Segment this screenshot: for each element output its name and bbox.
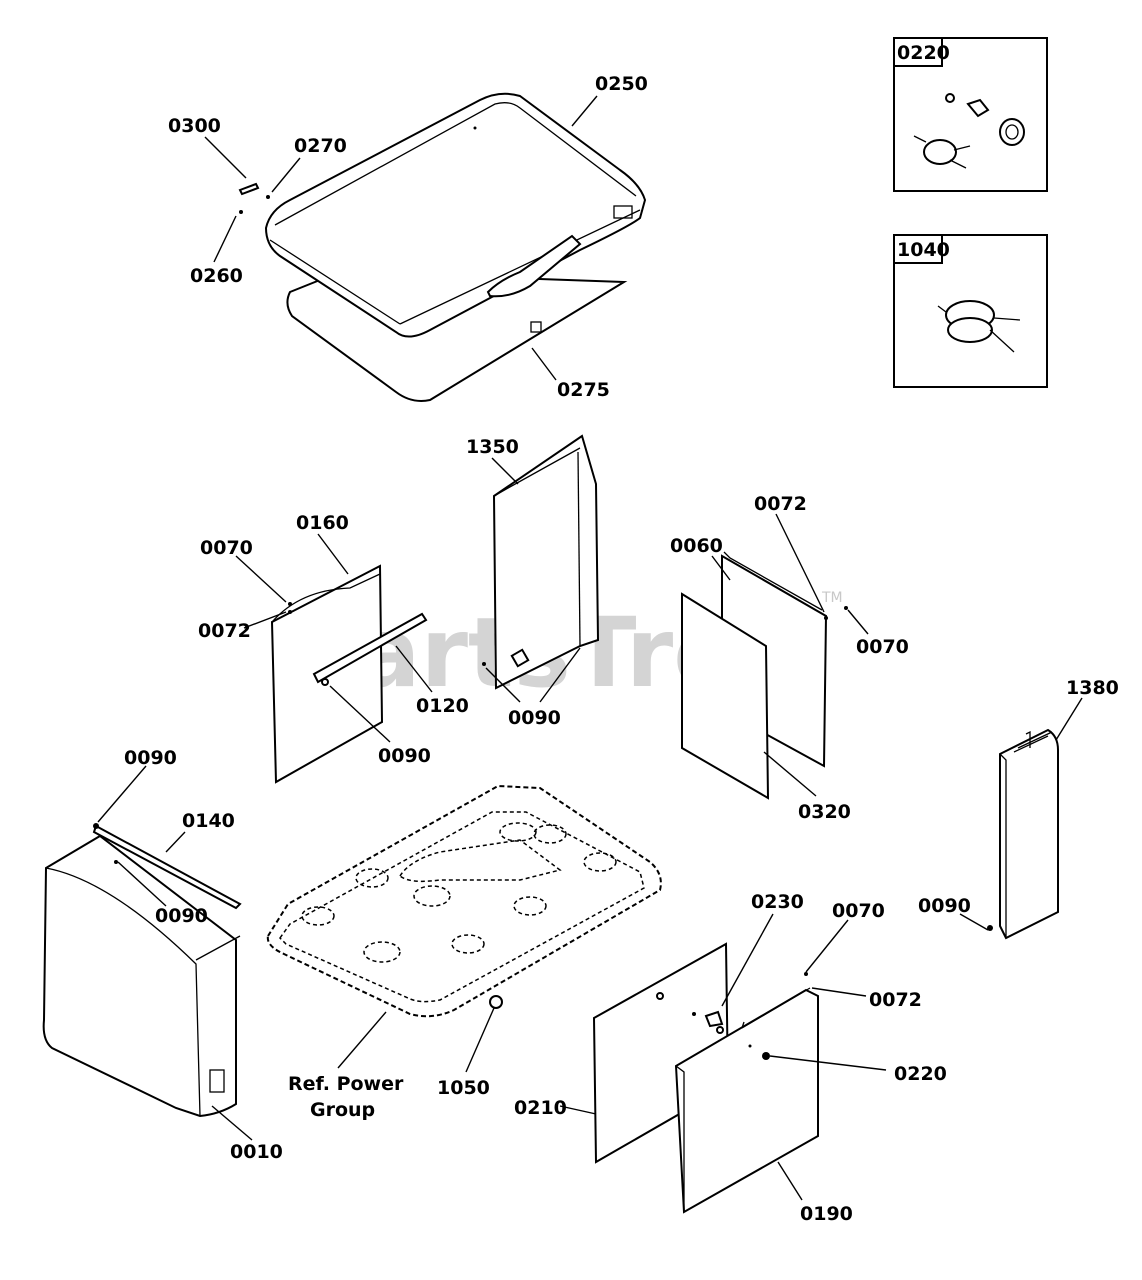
callout-0090-rod-top: 0090: [124, 747, 177, 769]
callout-0070-right: 0070: [856, 636, 909, 658]
callout-0250: 0250: [595, 73, 648, 95]
small-parts-0300-0270-0260: [238, 182, 270, 214]
callout-0072-right: 0072: [754, 493, 807, 515]
callout-ref-power-line2: Group: [310, 1099, 375, 1121]
callout-0320: 0320: [798, 801, 851, 823]
callout-1050: 1050: [437, 1077, 490, 1099]
callout-0090-center-panel: 0090: [508, 707, 561, 729]
callout-0260: 0260: [190, 265, 243, 287]
callout-0070-bottom: 0070: [832, 900, 885, 922]
detail-box-0220-label: 0220: [897, 42, 950, 64]
callout-0090-enclosure: 0090: [155, 905, 208, 927]
callout-ref-power-line1: Ref. Power: [288, 1073, 404, 1095]
callout-0270: 0270: [294, 135, 347, 157]
part-0320-panel: [681, 592, 770, 800]
detail-box-1040: 1040: [893, 234, 1048, 388]
callout-0190: 0190: [800, 1203, 853, 1225]
callout-1350: 1350: [466, 436, 519, 458]
callout-0072-bottom: 0072: [869, 989, 922, 1011]
detail-box-1040-label: 1040: [897, 239, 950, 261]
callout-0210: 0210: [514, 1097, 567, 1119]
part-0140-rod: [92, 823, 242, 910]
key-lock-icon: [937, 300, 1021, 353]
part-0010-enclosure: [42, 834, 241, 1118]
callout-0070-left: 0070: [200, 537, 253, 559]
part-1380-panel: [987, 728, 1059, 940]
callout-0275: 0275: [557, 379, 610, 401]
detail-box-0220: 0220: [893, 37, 1048, 192]
callout-0060: 0060: [670, 535, 723, 557]
callout-0230: 0230: [751, 891, 804, 913]
callout-0300: 0300: [168, 115, 221, 137]
callout-1380: 1380: [1066, 677, 1119, 699]
callout-0072-left: 0072: [198, 620, 251, 642]
part-0250-top-cover: [264, 92, 647, 338]
part-0120-rail: [312, 612, 428, 686]
callout-0090-left-panel: 0090: [378, 745, 431, 767]
leader-lines: [97, 95, 1083, 1201]
callout-0090-far-right: 0090: [918, 895, 971, 917]
lock-cylinder-icon: [913, 93, 1025, 169]
callout-labels: 0300 0270 0250 0260 0275 1350 0160 0070 …: [124, 73, 1119, 1225]
callout-0010: 0010: [230, 1141, 283, 1163]
part-0190-door: [674, 972, 819, 1214]
callout-0160: 0160: [296, 512, 349, 534]
callout-0120: 0120: [416, 695, 469, 717]
watermark-trademark: TM: [821, 590, 843, 606]
part-0230-latch: [692, 1010, 724, 1034]
part-1350-panel: [482, 434, 600, 690]
callout-0140: 0140: [182, 810, 235, 832]
callout-0220: 0220: [894, 1063, 947, 1085]
part-power-group-base-tray: [266, 784, 662, 1018]
